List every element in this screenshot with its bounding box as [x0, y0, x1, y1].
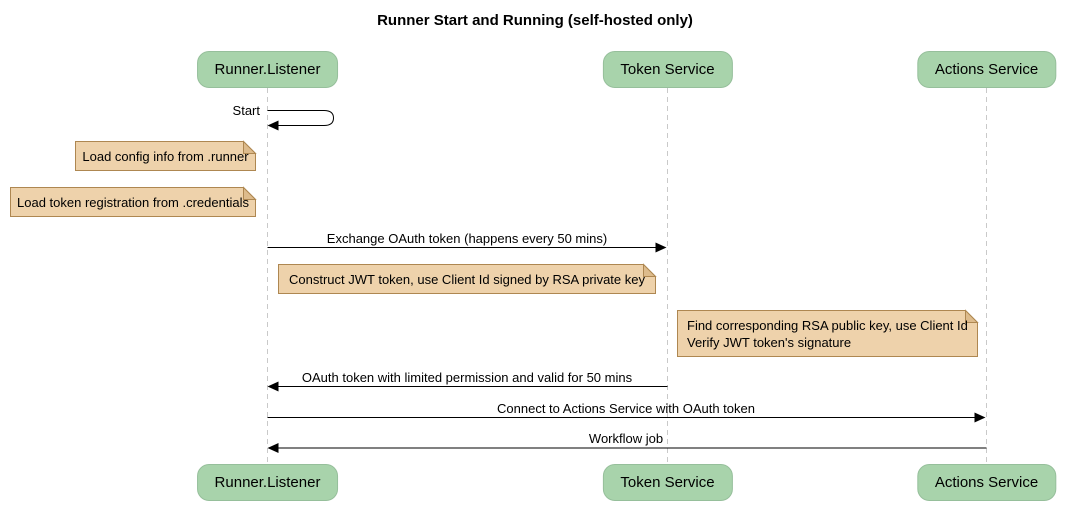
arrow-workflow-job — [267, 443, 987, 453]
note-load-token-registration-shape — [10, 186, 257, 217]
message-exchange-oauth-label: Exchange OAuth token (happens every 50 m… — [326, 231, 608, 246]
participant-runner-listener-bottom: Runner.Listener — [196, 464, 339, 501]
message-connect-actions-label: Connect to Actions Service with OAuth to… — [497, 401, 755, 416]
note-load-config-shape — [75, 140, 257, 171]
diagram-title: Runner Start and Running (self-hosted on… — [377, 12, 693, 29]
arrow-start-self-loop — [267, 110, 335, 131]
participant-token-service-bottom: Token Service — [602, 464, 733, 501]
note-load-token-registration: Load token registration from .credential… — [17, 194, 249, 210]
arrow-exchange-oauth-token — [267, 242, 667, 253]
note-load-config: Load config info from .runner — [82, 148, 249, 164]
note-find-rsa-key-shape — [677, 309, 979, 357]
message-oauth-token-reply-label: OAuth token with limited permission and … — [301, 370, 633, 385]
participant-token-service-top: Token Service — [602, 51, 733, 88]
participant-runner-listener-top: Runner.Listener — [196, 51, 339, 88]
message-start-label: Start — [232, 103, 260, 118]
arrow-connect-actions-service — [267, 412, 986, 423]
note-find-rsa-key: Find corresponding RSA public key, use C… — [687, 317, 968, 350]
note-construct-jwt-shape — [278, 263, 657, 294]
participant-actions-service-top: Actions Service — [916, 51, 1057, 88]
participant-actions-service-bottom: Actions Service — [916, 464, 1057, 501]
message-workflow-job-label: Workflow job — [588, 431, 664, 446]
arrow-oauth-token-reply — [267, 381, 668, 392]
note-construct-jwt: Construct JWT token, use Client Id signe… — [289, 271, 645, 287]
